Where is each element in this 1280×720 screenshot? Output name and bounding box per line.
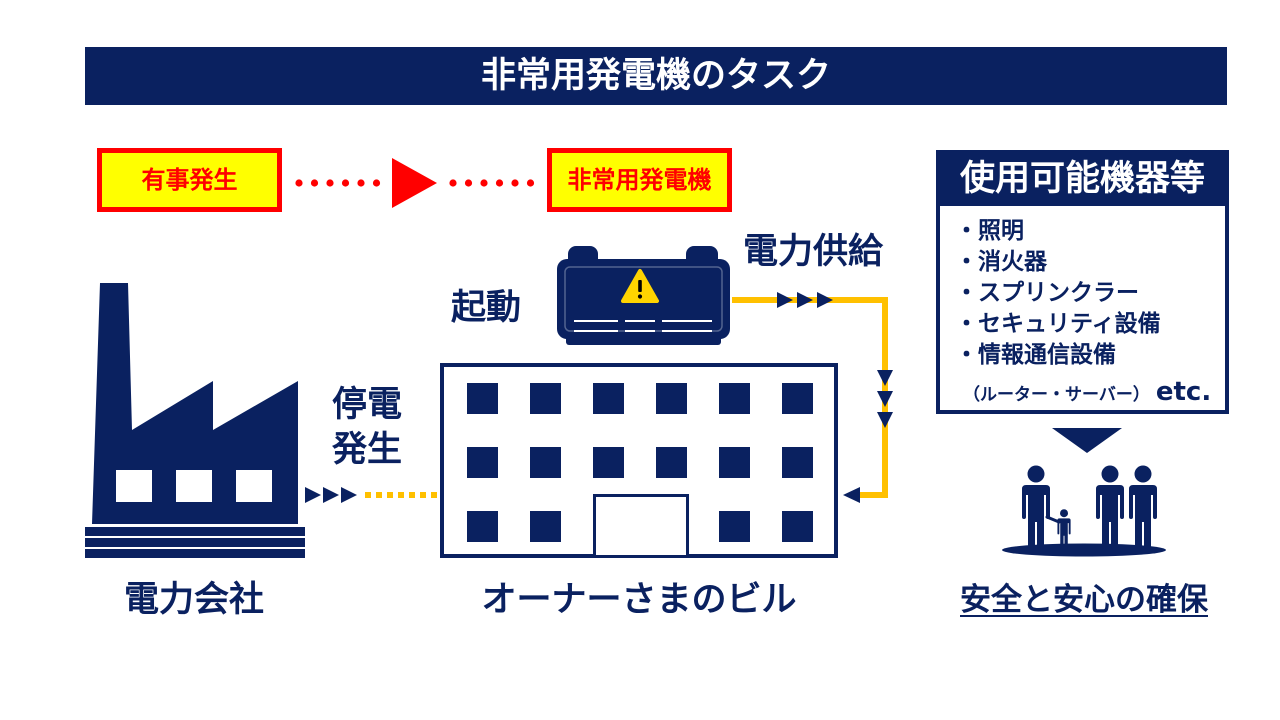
arrow-chevron [777,292,793,308]
building-windows [467,383,813,542]
building-window [530,383,561,414]
factory-base-stripe [85,547,305,549]
trigger-label: 有事発生 [141,166,238,194]
arrow-chevron [323,487,339,503]
holding-hands [1045,515,1061,524]
flow-dot [449,179,457,187]
arrow-chevron [797,292,813,308]
factory-base [85,527,305,558]
generator-base [566,334,721,345]
arrow-chevron [817,292,833,308]
flow-dot [357,179,365,187]
building-window [467,511,498,542]
flow-dot [310,179,319,187]
equipment-note-detail: （ルーター・サーバー） [963,385,1150,405]
building-icon [440,363,838,558]
outage-arrow-icon [305,487,440,503]
power-company-label: 電力会社 [123,580,264,620]
factory-window [176,470,212,502]
building-window [530,511,561,542]
building-label: オーナーさまのビル [481,580,797,620]
arrow-chevron [877,412,893,428]
people-icon [1002,465,1166,557]
flow-dot [495,179,504,187]
outage-label-line: 停電 [331,385,402,425]
equipment-note: （ルーター・サーバー）etc. [940,377,1225,407]
equipment-header: 使用可能機器等 [940,154,1225,206]
building-window [593,383,624,414]
warning-icon [621,269,659,303]
flow-dot [464,179,473,187]
flow-dot [372,179,381,187]
flow-dot [526,179,535,187]
slide-title: 非常用発電機のタスク [480,56,831,96]
generator-box: 非常用発電機 [547,148,732,212]
building-window [530,447,561,478]
factory-window [236,470,272,502]
equipment-box: 使用可能機器等 ・照明 ・消火器 ・スプリンクラー ・セキュリティ設備 ・情報通… [936,150,1229,414]
building-window [656,383,687,414]
flow-dot [511,179,519,187]
adult-figure [1096,465,1124,549]
down-arrow-icon [1052,428,1122,453]
building-window [782,447,813,478]
generator-label: 非常用発電機 [567,166,712,194]
arrow-chevron [843,487,860,503]
equipment-list: ・照明 ・消火器 ・スプリンクラー ・セキュリティ設備 ・情報通信設備 [940,206,1225,371]
flow-dots-right [449,179,535,187]
outage-label: 停電 発生 [322,383,412,473]
outage-label-line: 発生 [331,430,402,470]
building-window [782,511,813,542]
adult-figure [1129,465,1157,549]
generator-icon [557,246,730,345]
factory-icon [85,283,305,558]
result-label: 安全と安心の確保 [960,582,1208,618]
building-window [656,447,687,478]
child-figure [1057,509,1071,549]
title-bar: 非常用発電機のタスク [85,47,1227,105]
flow-dots-left [295,179,381,187]
generator-vents [574,320,712,332]
building-window [593,447,624,478]
arrow-chevron [877,391,893,407]
building-window [467,383,498,414]
building-window [719,447,750,478]
power-supply-label: 電力供給 [742,232,883,272]
flow-arrowhead-icon [392,158,437,208]
startup-label: 起動 [450,288,521,328]
arrow-chevron [341,487,357,503]
warning-mark [638,280,642,292]
power-supply-line [732,292,893,503]
trigger-box: 有事発生 [97,148,282,212]
equipment-item: ・セキュリティ設備 [955,311,1161,337]
building-window [782,383,813,414]
equipment-item: ・情報通信設備 [955,342,1116,368]
flow-arrow-icon [295,158,535,208]
factory-body [92,283,298,524]
arrow-chevron [877,370,893,386]
arrow-chevron [305,487,321,503]
factory-base-stripe [85,536,305,538]
equipment-item: ・消火器 [955,249,1047,275]
building-window [719,511,750,542]
building-window [719,383,750,414]
building-window [467,447,498,478]
equipment-item: ・スプリンクラー [955,280,1139,306]
equipment-item: ・照明 [955,218,1024,244]
flow-dot [295,179,303,187]
flow-dot [341,179,350,187]
building-door [593,494,689,558]
adult-figure [1022,465,1050,549]
warning-dot [637,294,643,299]
factory-window [116,470,152,502]
flow-dot [326,179,334,187]
flow-dot [480,179,488,187]
equipment-note-etc: etc. [1155,377,1212,407]
